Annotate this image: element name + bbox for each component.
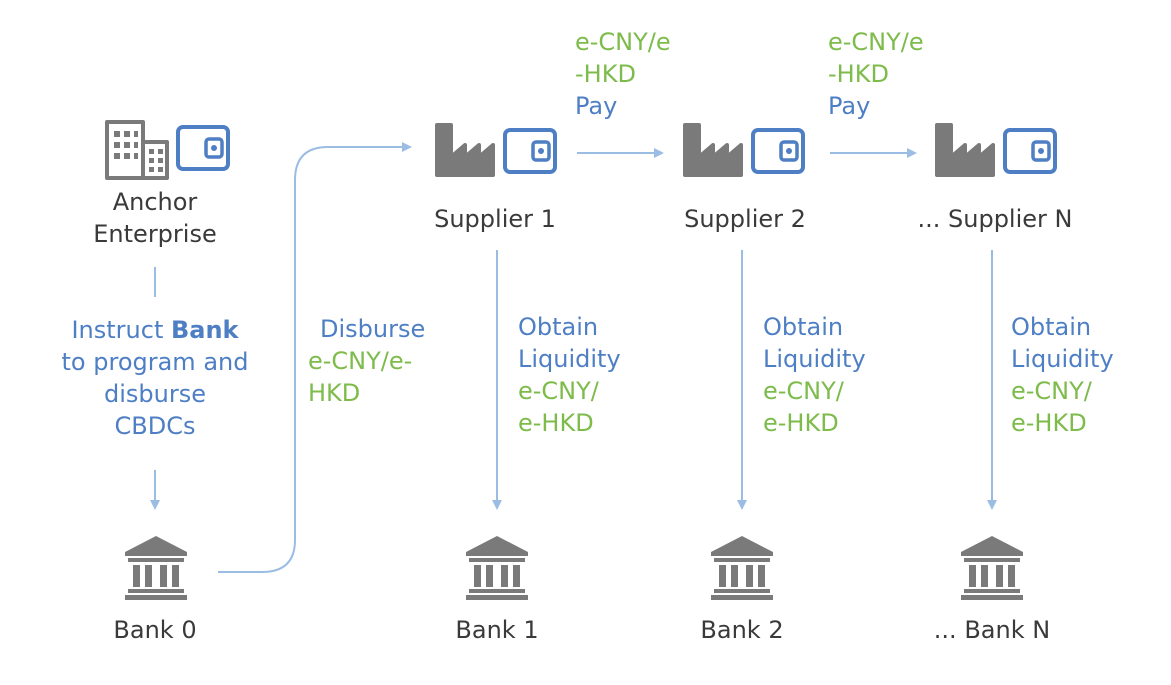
factory-icon xyxy=(683,123,743,177)
bank-n-label: ... Bank N xyxy=(933,616,1051,644)
factory-icon xyxy=(435,123,495,177)
bank-1-label: Bank 1 xyxy=(455,616,539,644)
liquidity-n-line2: Liquidity xyxy=(1011,345,1114,373)
pay-1-line2: -HKD xyxy=(575,60,636,88)
liquidity-text-2: Obtain Liquidity e-CNY/ e-HKD xyxy=(763,311,866,439)
supplier-1-label: Supplier 1 xyxy=(434,205,556,233)
wallet-icon xyxy=(751,128,805,174)
anchor-label-line1: Anchor xyxy=(112,188,198,216)
disburse-line2: e-CNY/e- xyxy=(308,347,413,375)
liquidity-2-line3: e-CNY/ xyxy=(763,377,844,405)
liquidity-n-line4: e-HKD xyxy=(1011,409,1087,437)
pay-1-line3: Pay xyxy=(575,92,618,120)
instruct-line4: CBDCs xyxy=(114,412,196,440)
liquidity-1-line2: Liquidity xyxy=(518,345,621,373)
instruct-pre: Instruct xyxy=(71,316,171,344)
bank-icon xyxy=(961,536,1023,600)
instruct-line2: to program and xyxy=(61,348,249,376)
disburse-arrow xyxy=(218,142,412,573)
liquidity-2-line1: Obtain xyxy=(763,313,844,341)
liquidity-1-line3: e-CNY/ xyxy=(518,377,599,405)
anchor-enterprise-label: Anchor Enterprise xyxy=(55,186,255,250)
wallet-icon xyxy=(503,128,557,174)
pay-2-line2: -HKD xyxy=(828,60,889,88)
disburse-line1: Disburse xyxy=(320,315,426,343)
supplier-2-label: Supplier 2 xyxy=(684,205,806,233)
disburse-line3: HKD xyxy=(308,379,361,407)
pay-1-line1: e-CNY/e xyxy=(575,28,671,56)
pay-2-line3: Pay xyxy=(828,92,871,120)
office-building-icon xyxy=(105,120,169,180)
bank-icon xyxy=(711,536,773,600)
instruct-line3: disburse xyxy=(104,380,206,408)
liquidity-n-line3: e-CNY/ xyxy=(1011,377,1092,405)
wallet-icon xyxy=(1003,128,1057,174)
bank-2-label: Bank 2 xyxy=(700,616,784,644)
liquidity-1-line1: Obtain xyxy=(518,313,599,341)
liquidity-2-line2: Liquidity xyxy=(763,345,866,373)
bank-icon xyxy=(466,536,528,600)
liquidity-n-line1: Obtain xyxy=(1011,313,1092,341)
instruct-bank-bold: Bank xyxy=(170,316,239,344)
liquidity-1-line4: e-HKD xyxy=(518,409,594,437)
anchor-label-line2: Enterprise xyxy=(93,220,217,248)
supplier-n-label: ... Supplier N xyxy=(917,205,1073,233)
bank-0-label: Bank 0 xyxy=(113,616,197,644)
pay-text-1: e-CNY/e -HKD Pay xyxy=(575,26,671,122)
liquidity-text-n: Obtain Liquidity e-CNY/ e-HKD xyxy=(1011,311,1114,439)
liquidity-text-1: Obtain Liquidity e-CNY/ e-HKD xyxy=(518,311,621,439)
instruct-line1: Instruct Bank xyxy=(30,314,280,346)
factory-icon xyxy=(935,123,995,177)
liquidity-2-line4: e-HKD xyxy=(763,409,839,437)
pay-text-2: e-CNY/e -HKD Pay xyxy=(828,26,924,122)
disburse-text: Disburse e-CNY/e- HKD xyxy=(308,313,425,409)
pay-2-line1: e-CNY/e xyxy=(828,28,924,56)
wallet-icon xyxy=(176,125,230,171)
bank-icon xyxy=(125,536,187,600)
instruct-bank-text: Instruct Bank to program and disburse CB… xyxy=(30,314,280,442)
